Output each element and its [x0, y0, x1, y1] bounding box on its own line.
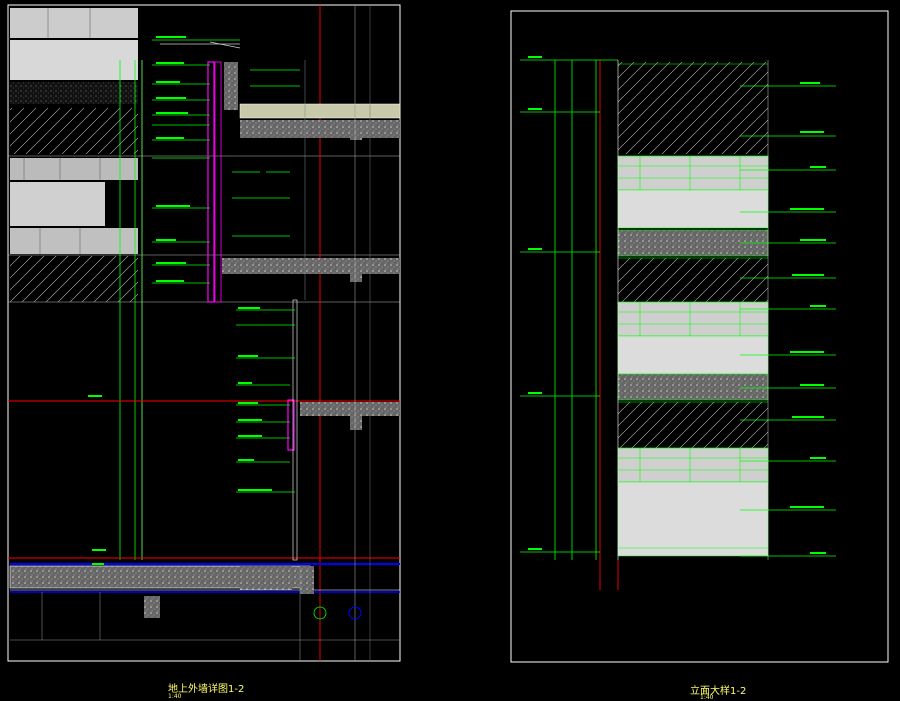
left-frame	[7, 4, 401, 662]
left-drawing-title: 地上外墙详图1-2	[168, 684, 245, 695]
stone-band	[10, 108, 138, 154]
left-drawing-scale: 1:40	[168, 693, 182, 700]
facade-panel	[10, 228, 138, 254]
left-wall-section	[7, 4, 401, 662]
right-frame	[510, 10, 889, 663]
right-drawing-title: 立面大样1-2	[690, 686, 747, 697]
facade-panel	[10, 8, 138, 38]
axis-bubble-icon	[313, 606, 327, 620]
stone-band	[10, 82, 138, 104]
right-elevation-detail	[510, 10, 889, 663]
axis-bubble-icon	[348, 606, 362, 620]
right-drawing-scale: 1:40	[700, 694, 714, 701]
facade-panel	[10, 158, 138, 180]
facade-panel	[10, 40, 138, 80]
stone-band	[10, 256, 138, 302]
facade-panel	[10, 182, 105, 226]
